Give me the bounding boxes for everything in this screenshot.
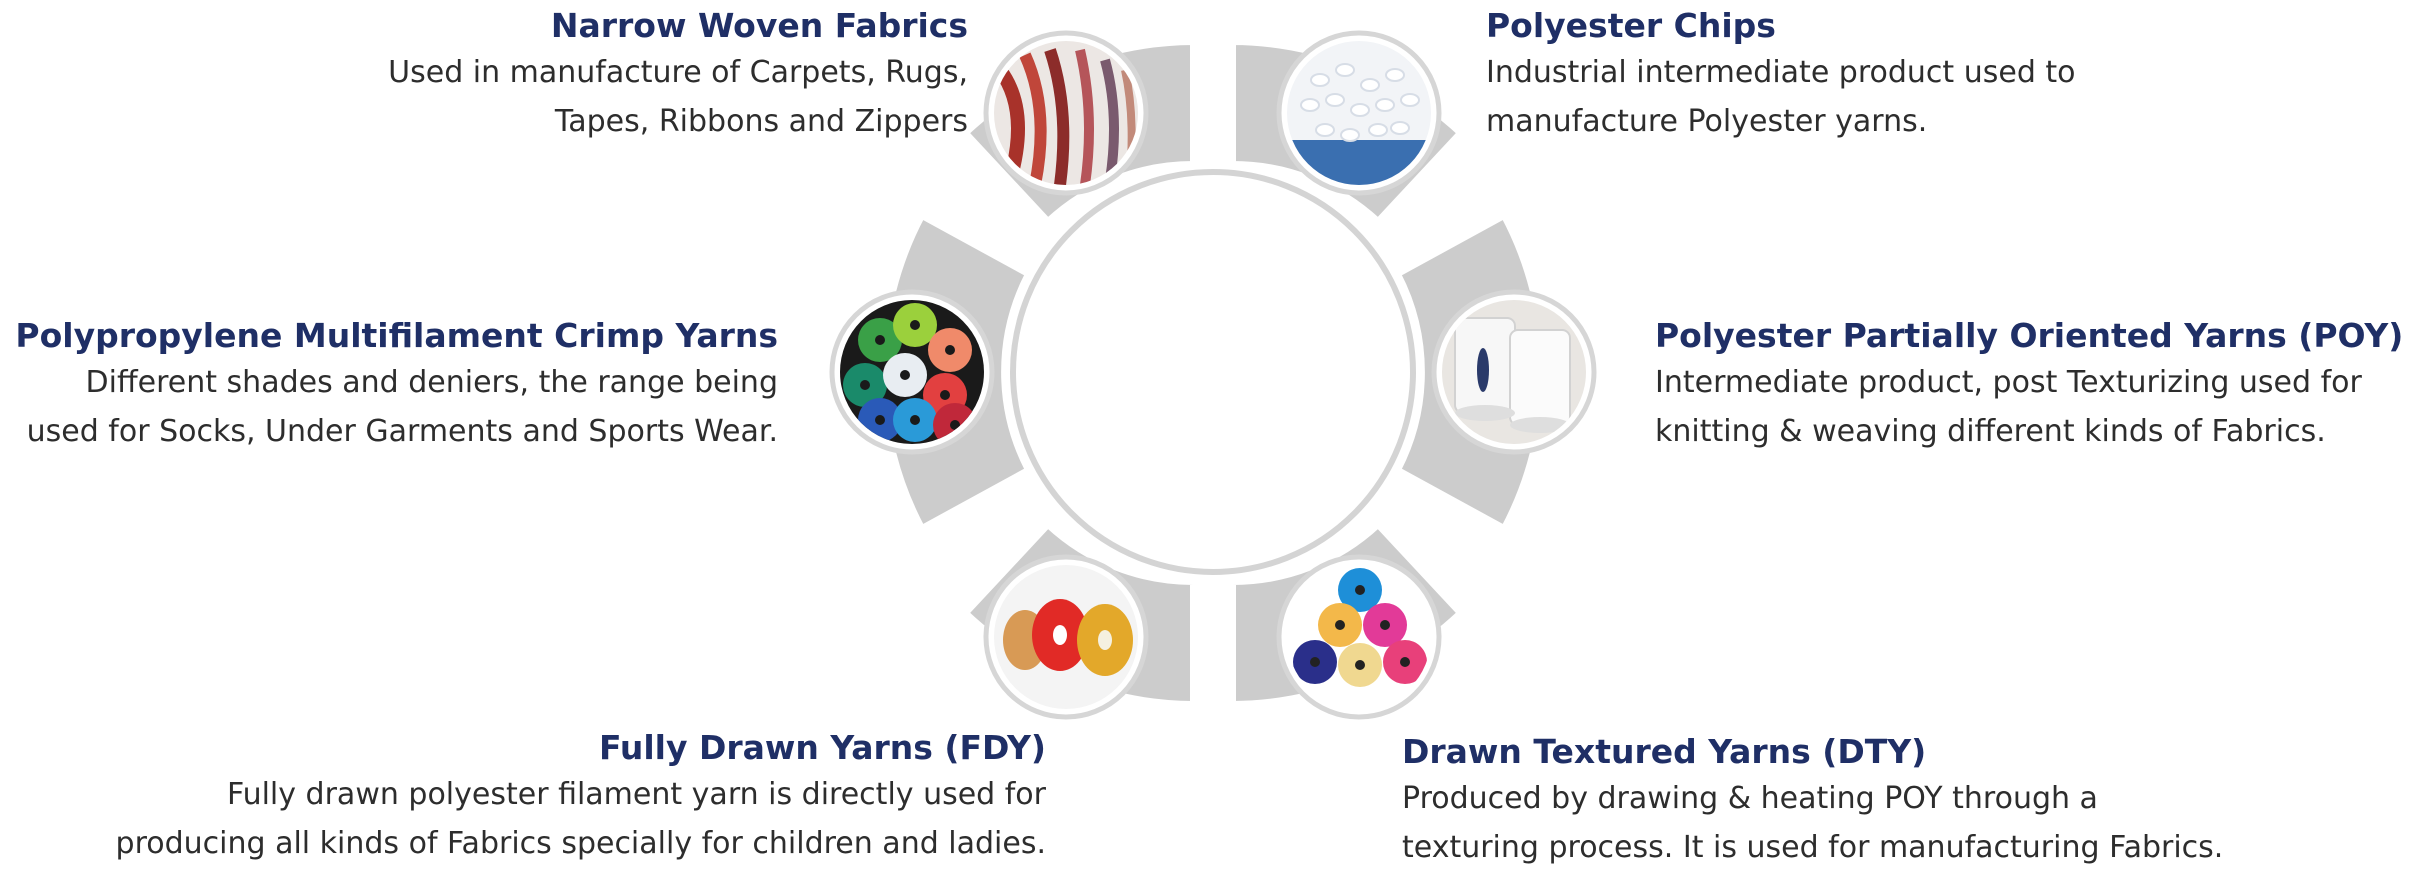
- description-line: Used in manufacture of Carpets, Rugs,: [388, 55, 968, 90]
- description-line: manufacture Polyester yarns.: [1486, 104, 1928, 139]
- product-title: Narrow Woven Fabrics: [550, 6, 968, 45]
- product-title: Drawn Textured Yarns (DTY): [1402, 732, 1927, 771]
- product-title: Polyester Chips: [1486, 6, 1776, 45]
- product-narrow-woven-fabrics: Narrow Woven Fabrics Used in manufacture…: [388, 4, 968, 146]
- description-line: producing all kinds of Fabrics specially…: [115, 826, 1046, 861]
- yarn-cones-photo: [983, 554, 1149, 720]
- product-poy: Polyester Partially Oriented Yarns (POY)…: [1655, 314, 2403, 456]
- product-description: Produced by drawing & heating POY throug…: [1402, 774, 2223, 872]
- product-description: Fully drawn polyester filament yarn is d…: [116, 770, 1046, 868]
- description-line: Fully drawn polyester filament yarn is d…: [226, 777, 1046, 812]
- product-title: Fully Drawn Yarns (FDY): [598, 728, 1046, 767]
- product-polypropylene-crimp-yarns: Polypropylene Multifilament Crimp Yarns …: [15, 314, 778, 456]
- description-line: knitting & weaving different kinds of Fa…: [1655, 414, 2326, 449]
- product-polyester-chips: Polyester Chips Industrial intermediate …: [1486, 4, 2076, 146]
- description-line: Produced by drawing & heating POY throug…: [1402, 781, 2098, 816]
- colored-spools-photo: [829, 289, 995, 455]
- inner-ring: [1010, 169, 1416, 575]
- product-description: Different shades and deniers, the range …: [15, 358, 778, 456]
- product-title: Polypropylene Multifilament Crimp Yarns: [15, 316, 778, 355]
- product-dty: Drawn Textured Yarns (DTY) Produced by d…: [1402, 730, 2223, 872]
- product-title: Polyester Partially Oriented Yarns (POY): [1655, 316, 2404, 355]
- description-line: Tapes, Ribbons and Zippers: [554, 104, 968, 139]
- product-fdy: Fully Drawn Yarns (FDY) Fully drawn poly…: [116, 726, 1046, 868]
- polyester-chips-photo: [1276, 30, 1442, 196]
- product-description: Intermediate product, post Texturizing u…: [1655, 358, 2403, 456]
- description-line: Intermediate product, post Texturizing u…: [1655, 365, 2362, 400]
- description-line: used for Socks, Under Garments and Sport…: [26, 414, 778, 449]
- yarn-pyramid-photo: [1276, 554, 1442, 720]
- ribbons-photo: [983, 30, 1149, 196]
- product-description: Industrial intermediate product used to …: [1486, 48, 2076, 146]
- description-line: Industrial intermediate product used to: [1486, 55, 2076, 90]
- product-description: Used in manufacture of Carpets, Rugs, Ta…: [388, 48, 968, 146]
- description-line: Different shades and deniers, the range …: [85, 365, 778, 400]
- white-spools-photo: [1431, 289, 1597, 455]
- description-line: texturing process. It is used for manufa…: [1402, 830, 2224, 865]
